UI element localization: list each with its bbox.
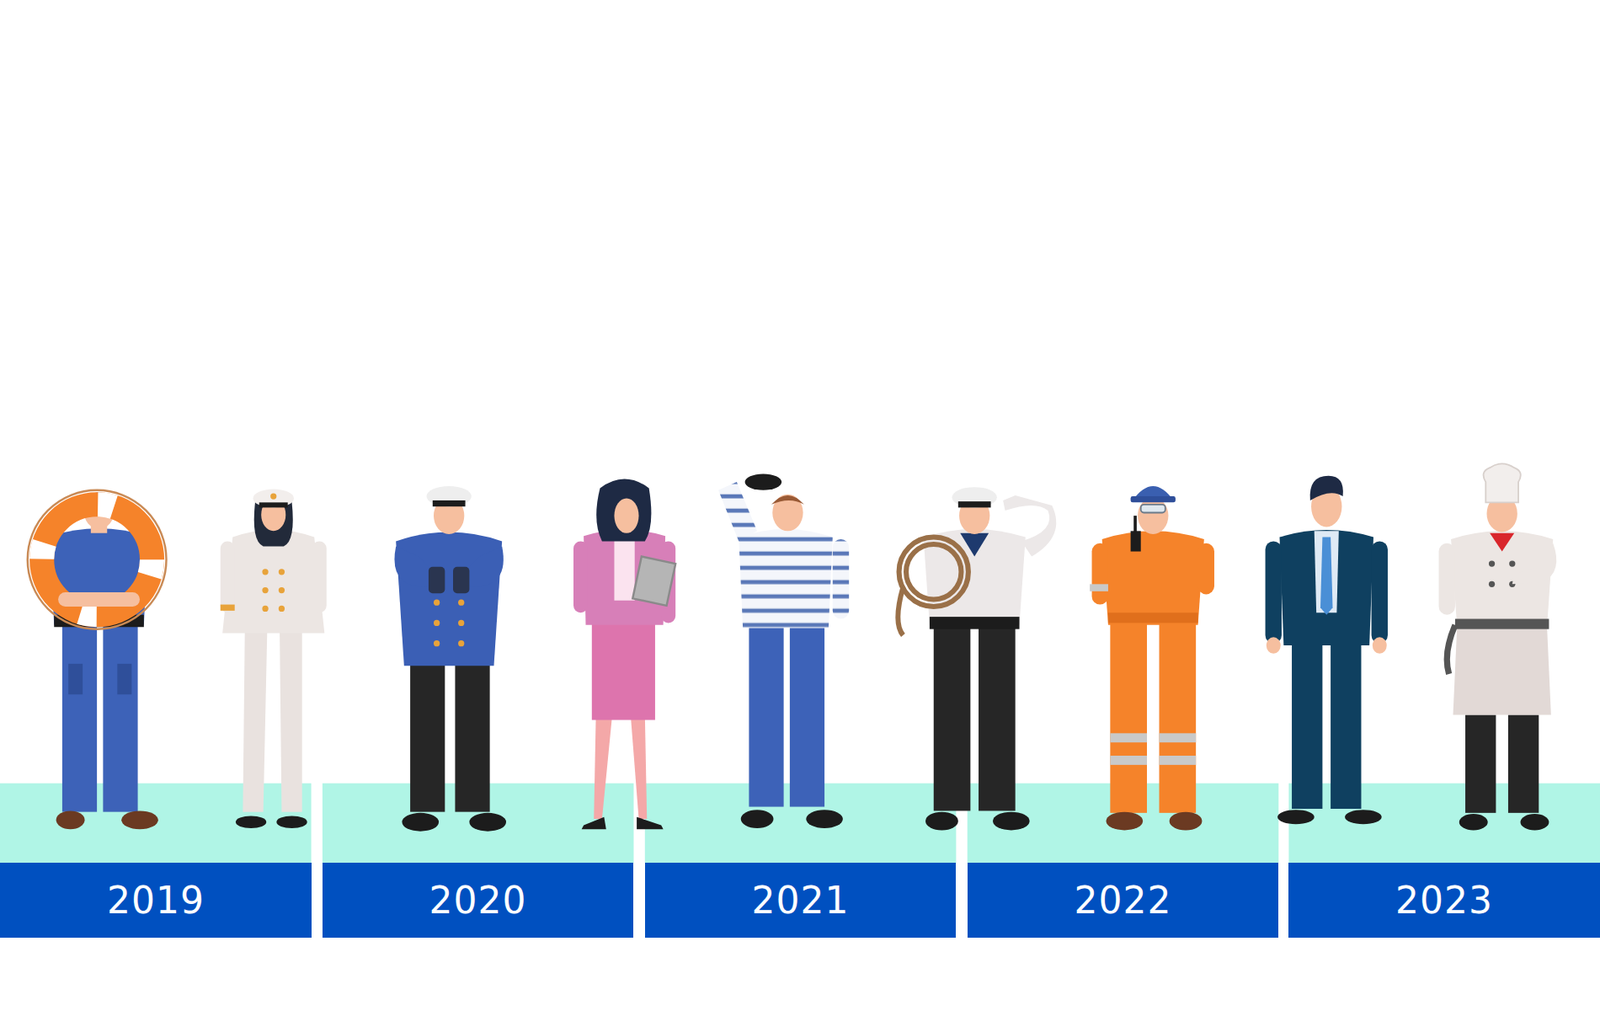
- year-bar: 2021: [645, 862, 956, 938]
- year-bar: 2019: [0, 862, 312, 938]
- captain-figure: [220, 489, 327, 828]
- sailor-figure: [897, 486, 1056, 830]
- worker-figure: [1089, 485, 1215, 830]
- year-bar: 2023: [1288, 862, 1600, 938]
- year-label: 2021: [752, 878, 850, 922]
- year-label: 2020: [429, 878, 528, 922]
- manager-figure: [573, 478, 676, 829]
- year-bar: 2020: [322, 862, 634, 938]
- businessman-figure: [1265, 475, 1388, 824]
- officer-figure: [394, 485, 507, 832]
- year-bar: 2022: [967, 862, 1279, 938]
- year-label: 2019: [106, 878, 205, 922]
- lifeguard-figure: [27, 490, 167, 829]
- year-label: 2023: [1395, 878, 1494, 922]
- chef-figure: [1439, 463, 1558, 830]
- year-label: 2022: [1074, 878, 1173, 922]
- sailor-figure: [718, 473, 849, 828]
